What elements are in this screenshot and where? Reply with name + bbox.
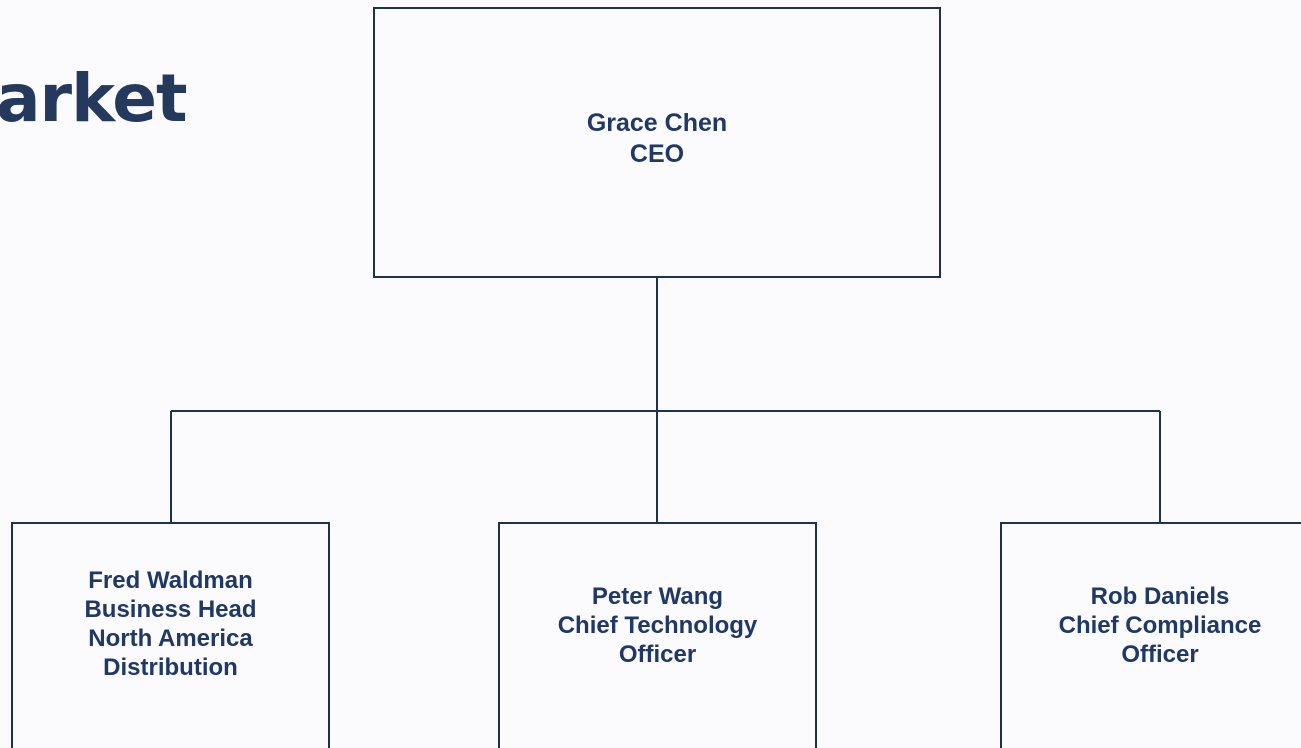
node-name: Peter Wang <box>591 583 724 610</box>
org-node-ceo: Grace Chen CEO <box>373 7 941 278</box>
node-title-line: Chief Technology <box>557 612 758 639</box>
node-name: Rob Daniels <box>1090 583 1230 610</box>
node-title-line: Officer <box>618 641 697 668</box>
node-name: Fred Waldman <box>88 567 253 594</box>
node-title-line: Officer <box>1121 641 1199 668</box>
org-node-business-head: Fred Waldman Business Head North America… <box>11 522 330 748</box>
node-title-line: North America <box>88 625 253 652</box>
node-title-line: Chief Compliance <box>1058 612 1262 639</box>
node-name: Grace Chen <box>586 109 728 137</box>
node-title-line: Distribution <box>103 654 238 681</box>
logo-wordmark-fragment: arket <box>0 60 188 137</box>
node-title: CEO <box>629 140 685 168</box>
node-title-line: Business Head <box>84 596 257 623</box>
org-node-cco: Rob Daniels Chief Compliance Officer <box>1000 522 1301 748</box>
org-node-cto: Peter Wang Chief Technology Officer <box>498 522 817 748</box>
